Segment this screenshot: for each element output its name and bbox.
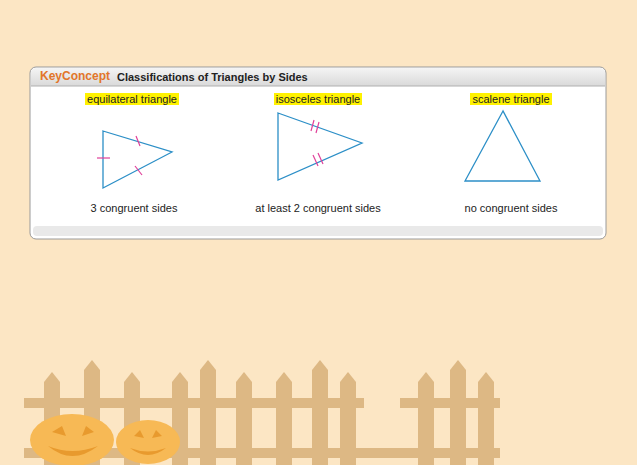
isosceles-triangle xyxy=(278,113,362,180)
card-title: Classifications of Triangles by Sides xyxy=(117,71,308,84)
fence-part xyxy=(418,372,434,465)
fence-part xyxy=(312,360,328,465)
class-name: scalene triangle xyxy=(470,93,551,106)
fence xyxy=(24,360,500,465)
fence-part xyxy=(450,360,466,465)
pumpkins xyxy=(30,414,180,465)
scalene-triangle xyxy=(465,111,540,181)
class-description: 3 congruent sides xyxy=(91,202,178,215)
class-name: isosceles triangle xyxy=(274,93,362,106)
fence-part xyxy=(340,372,356,465)
concept-card xyxy=(30,67,606,239)
fence-part xyxy=(478,372,494,465)
class-description: at least 2 congruent sides xyxy=(255,202,380,215)
fence-part xyxy=(276,372,292,465)
key-concept-tag: KeyConcept xyxy=(40,70,110,83)
class-name: equilateral triangle xyxy=(85,93,179,106)
fence-part xyxy=(236,372,252,465)
equilateral-triangle xyxy=(97,131,172,188)
fence-part xyxy=(200,360,216,465)
class-description: no congruent sides xyxy=(465,202,558,215)
